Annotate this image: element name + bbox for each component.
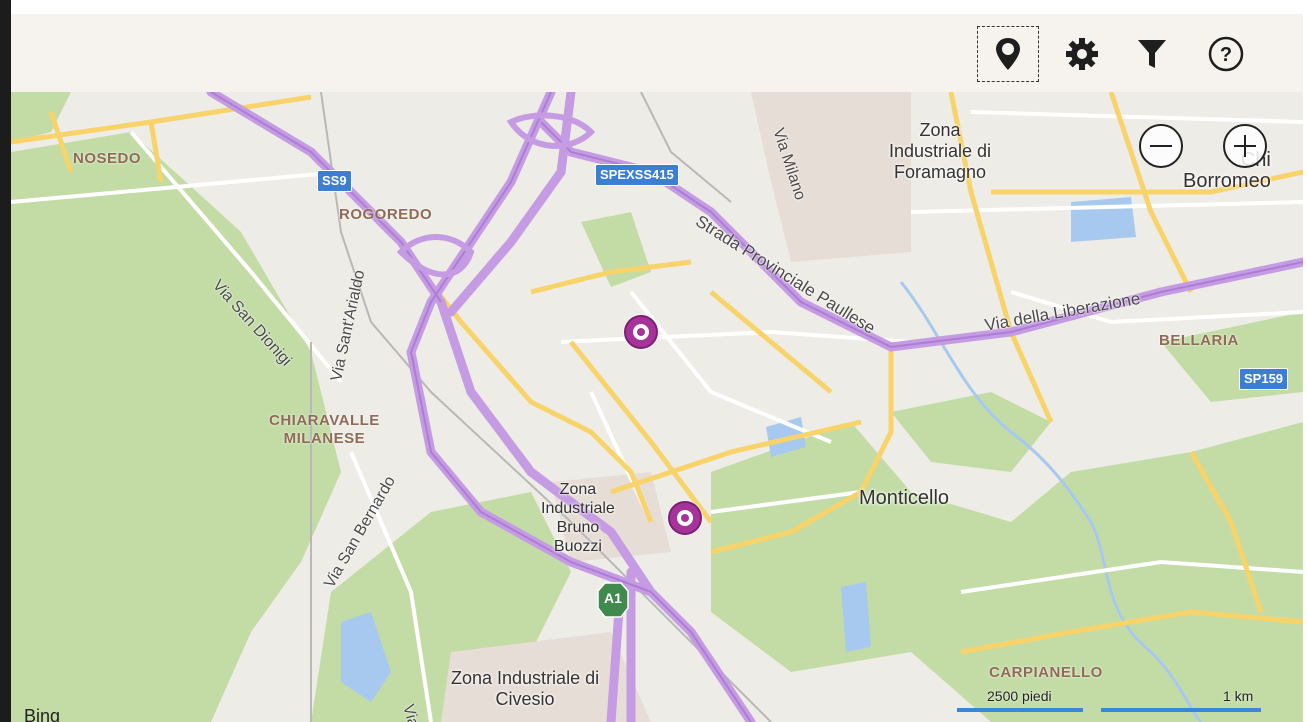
scale-metric-bar <box>1101 708 1261 712</box>
settings-button[interactable] <box>1051 26 1113 82</box>
place-zona-buozzi: Zona Industriale Bruno Buozzi <box>541 481 615 555</box>
zoom-out-button[interactable] <box>1139 124 1183 168</box>
map-toolbar: ? <box>11 14 1303 92</box>
place-monticello: Monticello <box>859 487 950 509</box>
shield-a1-label: A1 <box>604 590 622 606</box>
svg-text:?: ? <box>1220 44 1232 66</box>
district-carpianello: CARPIANELLO <box>989 664 1103 681</box>
place-zona-civesio: Zona Industriale di Civesio <box>451 668 600 709</box>
shield-ss9: SS9 <box>317 170 352 192</box>
zoom-in-button[interactable] <box>1223 124 1267 168</box>
district-chiaravalle: CHIARAVALLE MILANESE <box>269 412 380 447</box>
scale-imperial-bar <box>957 708 1083 712</box>
place-zona-foramagno: Zona Industriale di Foramagno <box>889 120 992 182</box>
shield-a1: A1 <box>597 582 629 618</box>
poi-marker[interactable] <box>621 312 661 352</box>
pin-icon <box>996 38 1020 70</box>
shield-a1-shape <box>597 582 629 618</box>
district-nosedo: NOSEDO <box>73 150 142 167</box>
poi-icon <box>623 314 659 350</box>
shield-spexss415: SPEXSS415 <box>595 164 679 186</box>
scale-imperial-label: 2500 piedi <box>987 688 1052 704</box>
scale-metric-label: 1 km <box>1223 688 1254 704</box>
filter-icon <box>1138 40 1166 68</box>
gear-icon <box>1066 38 1098 70</box>
filter-button[interactable] <box>1121 26 1183 82</box>
bing-logo: Bing <box>24 706 61 722</box>
pin-button[interactable] <box>977 26 1039 82</box>
map-canvas <box>11 92 1303 722</box>
poi-marker[interactable] <box>665 498 705 538</box>
shield-sp159: SP159 <box>1239 368 1289 390</box>
poi-icon <box>667 500 703 536</box>
help-button[interactable]: ? <box>1195 26 1257 82</box>
district-rogoredo: ROGOREDO <box>339 206 433 223</box>
map-view[interactable]: Zona Industriale di Foramagno Chi Borrom… <box>11 92 1303 722</box>
district-bellaria: BELLARIA <box>1159 332 1239 349</box>
help-icon: ? <box>1208 36 1244 72</box>
scale-bar: 2500 piedi 1 km <box>951 660 1271 722</box>
window-border <box>0 0 11 722</box>
